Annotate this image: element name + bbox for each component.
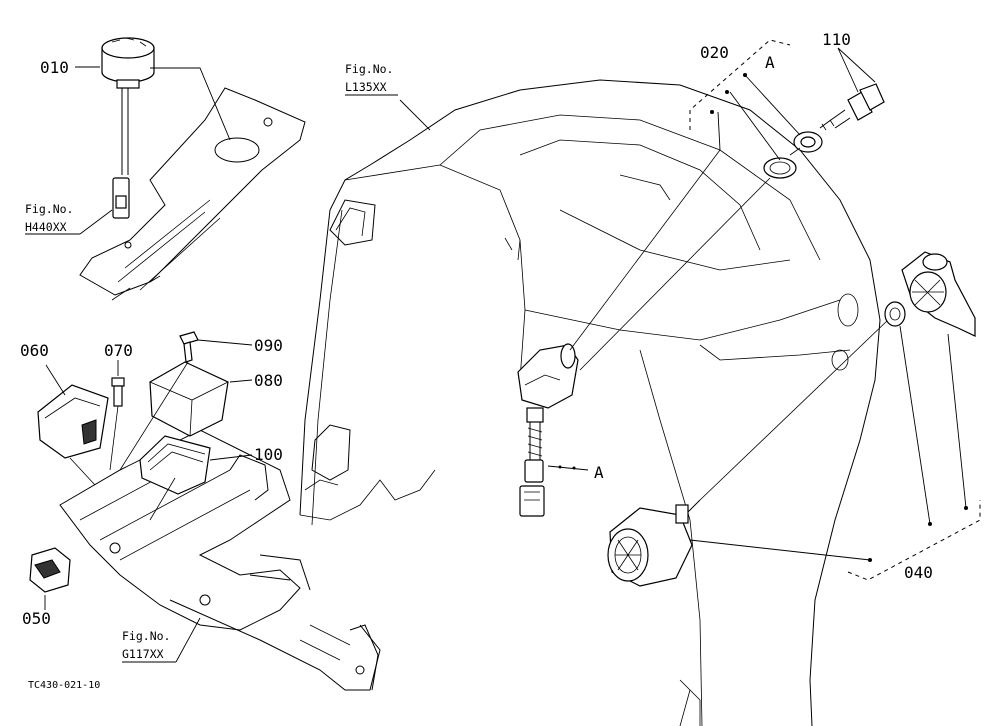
group-bracket-020 [689, 39, 791, 130]
fig-ref-l135-label: Fig.No. [345, 62, 393, 76]
callout-040: 040 [904, 563, 933, 582]
switch-bracket-plate [79, 87, 306, 301]
leader-020 [717, 74, 801, 161]
callout-ref-a-top: A [765, 53, 775, 72]
part-040-switch-knob [901, 251, 976, 337]
callout-020: 020 [700, 43, 729, 62]
part-090-bolt [179, 331, 199, 363]
callout-110: 110 [822, 30, 851, 49]
fig-ref-l135-value: L135XX [345, 80, 387, 94]
fig-ref-g117-value: G117XX [122, 647, 164, 661]
callout-080: 080 [254, 371, 283, 390]
callout-010: 010 [40, 58, 69, 77]
part-060-relay-box [37, 384, 109, 459]
leader-010 [150, 67, 231, 141]
part-040-nut [884, 301, 906, 327]
part-070-bolt [111, 377, 125, 407]
leader-100 [209, 454, 253, 461]
callout-050: 050 [22, 609, 51, 628]
leader-060 [45, 364, 66, 396]
callout-ref-a-mid: A [594, 463, 604, 482]
part-040-light-switch [607, 499, 701, 587]
leader-l135 [399, 99, 431, 131]
part-010-rotary-switch [101, 37, 155, 219]
part-080-flasher-unit [149, 361, 229, 437]
leader-110 [837, 47, 876, 93]
group-bracket-040 [847, 500, 981, 581]
leader-080 [229, 379, 253, 383]
callout-060: 060 [20, 341, 49, 360]
leader-040-b [899, 325, 931, 525]
callout-100: 100 [254, 445, 283, 464]
leader-040-a [689, 539, 871, 561]
leader-a-mid [547, 465, 589, 471]
fig-ref-h440-value: H440XX [25, 220, 67, 234]
fig-ref-h440-label: Fig.No. [25, 202, 73, 216]
part-100-unit [139, 435, 211, 495]
part-020-key-bezel [763, 131, 823, 179]
callout-090: 090 [254, 336, 283, 355]
mounting-bracket-assembly [59, 429, 381, 691]
drawing-code: TC430-021-10 [28, 680, 100, 691]
callout-070: 070 [104, 341, 133, 360]
fig-ref-g117-label: Fig.No. [122, 629, 170, 643]
key-switch-assembly [517, 343, 579, 517]
fender-cover [299, 79, 881, 726]
part-050-relay [29, 547, 71, 593]
leader-040-c [947, 333, 967, 509]
leader-090 [197, 339, 253, 346]
part-110-keys [819, 83, 885, 131]
